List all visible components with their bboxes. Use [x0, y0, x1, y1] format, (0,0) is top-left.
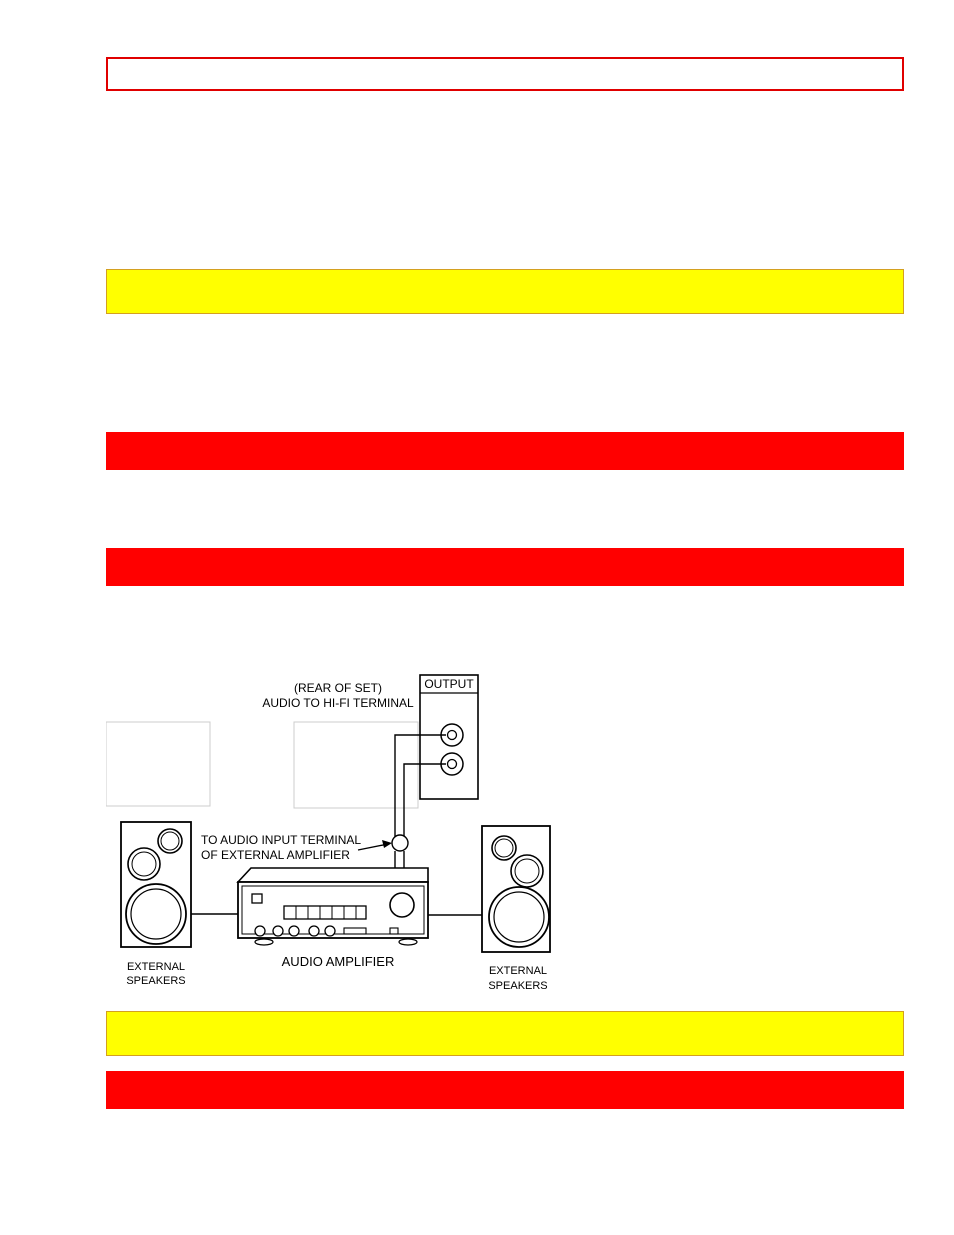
left-speakers-label-line2: SPEAKERS [126, 975, 185, 987]
amplifier-connection-diagram: OUTPUT (REAR OF SET) AUDIO TO HI-FI TERM… [106, 674, 551, 992]
scan-ghost-artifacts [106, 721, 419, 809]
audio-amplifier [236, 867, 429, 946]
section-banner-red-1 [106, 432, 904, 470]
header-box [106, 57, 904, 91]
input-terminal-label-line1: TO AUDIO INPUT TERMINAL [201, 833, 361, 847]
tv-output-panel [419, 674, 479, 800]
output-label: OUTPUT [424, 677, 474, 691]
right-speakers-label-line2: SPEAKERS [488, 980, 547, 992]
section-banner-yellow-1 [106, 269, 904, 314]
input-terminal-label-line2: OF EXTERNAL AMPLIFIER [201, 848, 350, 862]
left-speaker [120, 821, 192, 948]
section-banner-red-2 [106, 548, 904, 586]
left-speakers-label-line1: EXTERNAL [127, 961, 185, 973]
hifi-terminal-label: AUDIO TO HI-FI TERMINAL [262, 696, 414, 710]
section-banner-red-3 [106, 1071, 904, 1109]
right-speakers-label-line1: EXTERNAL [489, 965, 547, 977]
right-speaker [481, 825, 551, 953]
audio-amplifier-label: AUDIO AMPLIFIER [282, 954, 395, 969]
input-terminal-arrow [357, 840, 392, 851]
rear-of-set-label: (REAR OF SET) [294, 681, 382, 695]
section-banner-yellow-2 [106, 1011, 904, 1056]
